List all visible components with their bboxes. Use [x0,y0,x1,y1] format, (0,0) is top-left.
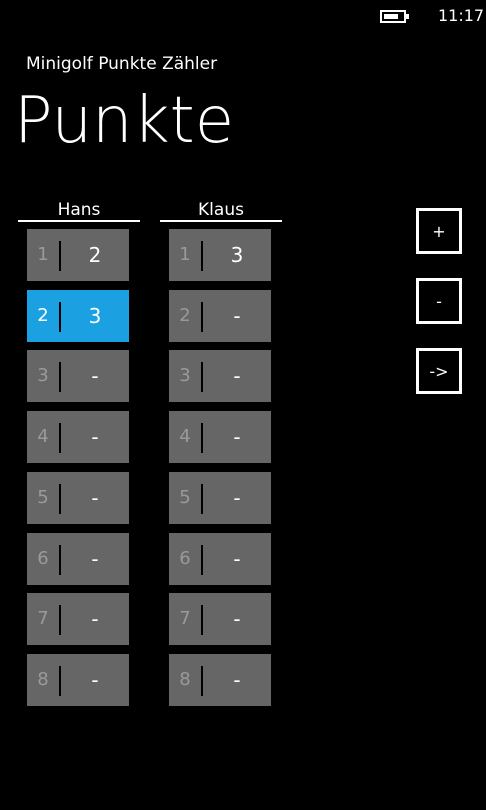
hole-divider [59,544,61,575]
page-title: Punkte [14,84,235,158]
hole-number: 5 [179,486,191,508]
hole-divider [59,362,61,393]
hole-number: 3 [179,365,191,387]
hole-divider [59,605,61,636]
hole-divider [201,241,203,271]
hole-tile[interactable]: 5- [27,471,129,524]
hole-number: 5 [37,486,49,508]
hole-tile[interactable]: 4- [27,411,129,464]
hole-divider [59,665,61,696]
hole-score: - [91,364,99,389]
hole-number: 1 [37,244,49,265]
hole-score: - [91,485,99,510]
hole-score: 3 [88,303,102,328]
hole-divider [59,241,61,271]
hole-score: - [233,303,241,328]
hole-tile[interactable]: 7- [169,593,271,646]
hole-number: 8 [179,668,191,690]
hole-score: - [233,364,241,389]
player-underline [160,220,282,222]
app-title: Minigolf Punkte Zähler [26,54,218,74]
hole-tile[interactable]: 8- [27,653,129,706]
hole-number: 3 [37,365,49,387]
hole-tile[interactable]: 7- [27,593,129,646]
hole-score: - [233,607,241,632]
hole-divider [201,362,203,393]
plus-button[interactable]: + [416,208,462,254]
hole-divider [201,301,203,332]
hole-score: 3 [230,243,244,267]
player-name: Hans [57,200,101,220]
hole-tile[interactable]: 3- [27,350,129,403]
player-column-klaus: Klaus [160,200,282,222]
minus-button[interactable]: - [416,278,462,324]
hole-tile[interactable]: 5- [169,471,271,524]
hole-score: - [233,425,241,450]
hole-score: - [91,607,99,632]
hole-number: 4 [37,426,49,448]
hole-number: 6 [179,547,191,569]
hole-tile[interactable]: 6- [27,532,129,585]
hole-tile[interactable]: 8- [169,653,271,706]
hole-number: 1 [179,244,191,265]
player-name: Klaus [198,200,244,220]
battery-tip [406,14,409,19]
hole-divider [201,605,203,636]
hole-score: - [91,425,99,450]
hole-divider [201,544,203,575]
hole-number: 7 [179,608,191,630]
battery-icon [380,10,406,23]
hole-number: 2 [179,304,191,326]
player-column-hans: Hans [18,200,140,222]
clock: 11:17 [438,6,485,25]
hole-number: 2 [37,304,49,326]
status-bar: 11:17 [0,0,486,32]
hole-number: 6 [37,547,49,569]
hole-tile[interactable]: 6- [169,532,271,585]
hole-score: 2 [88,243,102,267]
hole-score: - [91,546,99,571]
hole-number: 4 [179,426,191,448]
hole-score: - [233,485,241,510]
hole-divider [201,483,203,514]
hole-divider [201,423,203,454]
hole-tile[interactable]: 4- [169,411,271,464]
hole-divider [59,301,61,332]
battery-fill [384,14,398,19]
hole-score: - [233,667,241,692]
hole-score: - [91,667,99,692]
player-underline [18,220,140,222]
hole-divider [59,483,61,514]
hole-tile[interactable]: 3- [169,350,271,403]
hole-number: 7 [37,608,49,630]
next-button[interactable]: -> [416,348,462,394]
hole-divider [201,665,203,696]
hole-divider [59,423,61,454]
hole-score: - [233,546,241,571]
hole-number: 8 [37,668,49,690]
hole-tile[interactable]: 2- [169,289,271,342]
